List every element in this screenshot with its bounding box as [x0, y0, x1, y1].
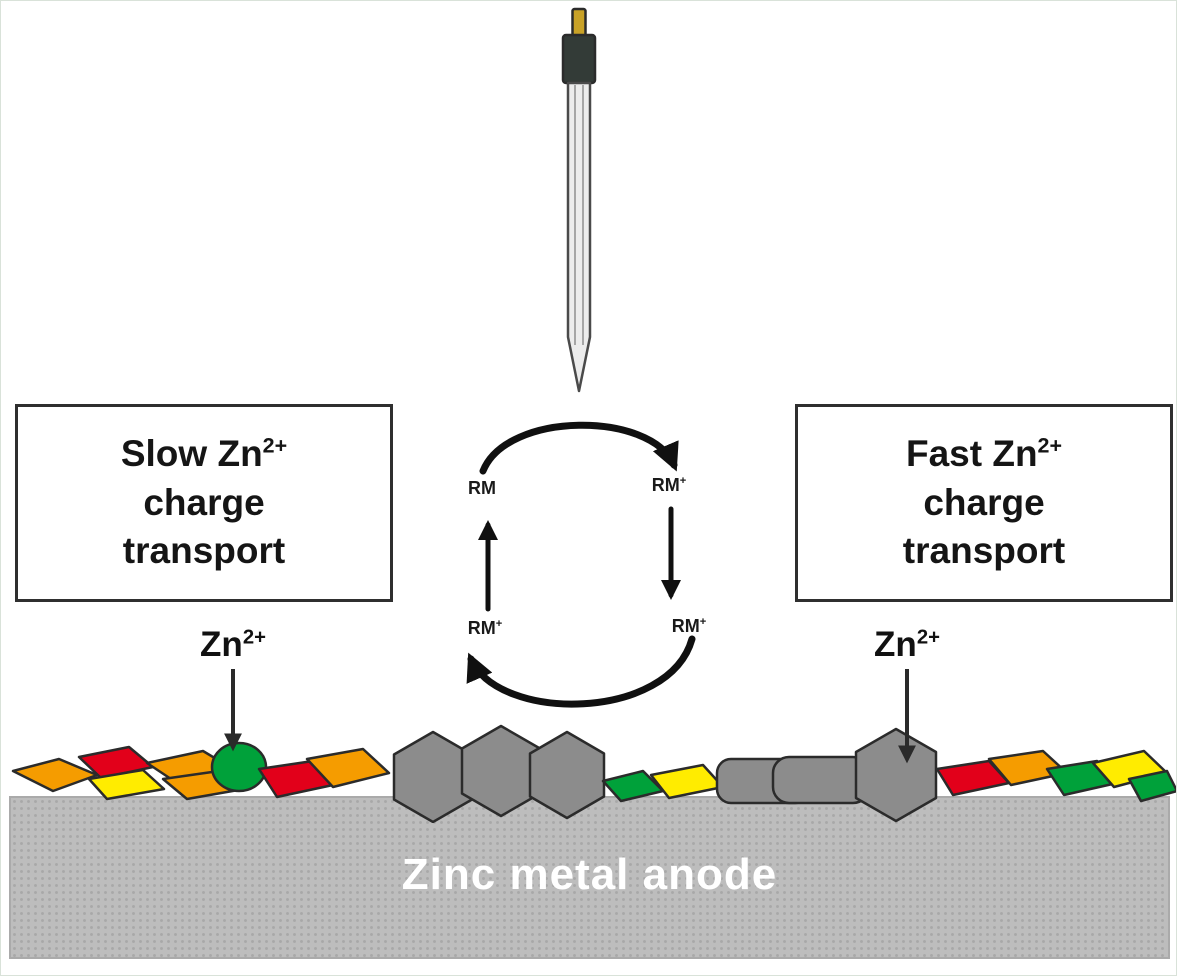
flake-orange: [305, 747, 391, 789]
rm-label-top-right: RM+: [634, 475, 704, 496]
box-title-text: Fast Zn: [905, 432, 1038, 474]
box-title-text: Slow Zn: [120, 432, 263, 474]
electrode-shaft: [566, 81, 592, 393]
hexagon-crystal: [528, 730, 606, 820]
rm-text: RM: [651, 475, 680, 495]
slow-charge-transport-box: Slow Zn2+ charge transport: [15, 404, 393, 602]
box-line-3: transport: [122, 530, 286, 572]
rm-text: RM: [468, 478, 496, 498]
fast-charge-transport-box: Fast Zn2+ charge transport: [795, 404, 1173, 602]
box-title-sup: 2+: [1037, 433, 1063, 458]
hexagon-crystal: [460, 724, 542, 818]
electrode-probe-icon: [561, 7, 597, 393]
zn-text: Zn: [200, 625, 243, 664]
redox-cycle-arrows: [466, 421, 696, 708]
zn-sup: 2+: [242, 626, 266, 649]
box-line-2: charge: [143, 481, 265, 523]
rm-sup: +: [495, 618, 503, 630]
flake-green: [1127, 769, 1176, 803]
box-title-sup: 2+: [262, 433, 288, 458]
rm-text: RM: [467, 618, 496, 638]
rm-text: RM: [671, 616, 700, 636]
anode-label: Zinc metal anode: [401, 850, 778, 899]
zn-ion-label-left: Zn2+: [173, 625, 293, 665]
box-line-title: Fast Zn2+: [906, 430, 1062, 479]
zn-ion-arrow-left: [224, 669, 242, 752]
rm-label-bottom-left: RM+: [450, 618, 520, 639]
surface-particles-layer: [11, 724, 1176, 823]
rm-label-top-left: RM: [447, 478, 517, 499]
rm-sup: +: [699, 616, 707, 628]
rm-label-bottom-right: RM+: [654, 616, 724, 637]
flake-yellow: [87, 768, 166, 801]
zinc-anode-slab: Zinc metal anode: [9, 796, 1170, 959]
hexagon-crystal: [392, 730, 474, 823]
zn-ion-arrow-right: [898, 669, 916, 764]
zn-sup: 2+: [916, 626, 940, 649]
box-line-title: Slow Zn2+: [121, 430, 287, 479]
hexagon-crystal-target: [854, 727, 938, 823]
electrode-contact-pin: [571, 7, 587, 39]
electrode-cap: [561, 33, 597, 85]
box-line-2: charge: [923, 481, 1045, 523]
rm-sup: +: [679, 475, 687, 487]
cycle-arrow-bottom: [466, 635, 696, 708]
platelet-gray: [771, 755, 871, 805]
cycle-arrow-top: [479, 421, 679, 475]
zn-ion-label-right: Zn2+: [847, 625, 967, 665]
flake-yellow: [649, 763, 725, 800]
zn-text: Zn: [874, 625, 917, 664]
box-line-3: transport: [902, 530, 1066, 572]
